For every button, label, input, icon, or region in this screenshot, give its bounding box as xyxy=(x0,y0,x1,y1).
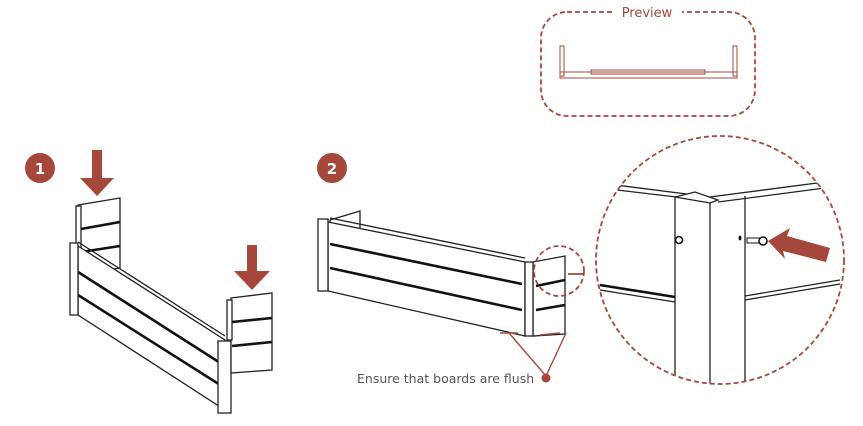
preview-panel: Preview xyxy=(540,4,756,117)
screw-hole-icon xyxy=(738,235,742,241)
down-arrow-icon xyxy=(80,150,114,196)
step-1-number: 1 xyxy=(35,160,45,178)
detail-callout-circle xyxy=(533,245,585,297)
down-arrow-icon xyxy=(234,245,270,290)
step-2-number: 2 xyxy=(327,160,337,178)
screw-hole-icon xyxy=(674,235,684,245)
preview-frame xyxy=(540,11,756,117)
flush-note-text: Ensure that boards are flush xyxy=(357,371,534,386)
step-2-badge xyxy=(317,153,347,183)
step-1-badge xyxy=(25,153,55,183)
note-dot xyxy=(541,373,551,383)
step-2: 2 xyxy=(317,135,845,386)
flush-note: Ensure that boards are flush xyxy=(357,332,567,386)
preview-label: Preview xyxy=(622,6,673,21)
corner-detail xyxy=(595,135,845,385)
front-panel xyxy=(69,241,232,414)
assembled-box xyxy=(317,210,566,337)
screw-icon xyxy=(746,236,768,246)
step-1: 1 xyxy=(25,150,273,414)
preview-box-sideview xyxy=(559,45,738,79)
detail-zoom-circle xyxy=(595,135,845,385)
left-arrow-icon xyxy=(768,228,830,262)
side-board-right xyxy=(226,292,273,374)
